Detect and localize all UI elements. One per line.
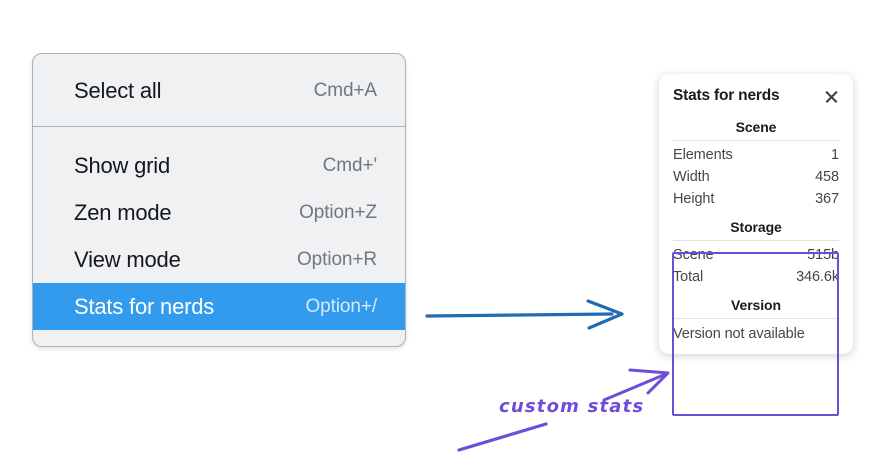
stat-row: Width 458 — [673, 166, 839, 188]
menu-item-shortcut: Option+R — [297, 248, 377, 270]
stat-value: 367 — [815, 191, 839, 207]
stats-panel-body: Scene Elements 1 Width 458 Height 367 — [659, 110, 853, 344]
menu-item-view-mode[interactable]: View mode Option+R — [33, 236, 405, 283]
stat-row: Scene 515b — [673, 244, 839, 266]
caption-underline-stroke — [457, 422, 548, 452]
stat-value: 458 — [815, 169, 839, 185]
menu-item-select-all[interactable]: Select all Cmd+A — [33, 67, 405, 114]
section-title: Storage — [730, 219, 782, 235]
stats-section-scene: Scene Elements 1 Width 458 Height 367 — [673, 110, 839, 210]
stats-section-storage: Storage Scene 515b Total 346.6k — [673, 210, 839, 288]
menu-item-shortcut: Option+Z — [299, 201, 377, 223]
menu-item-label: Show grid — [74, 152, 171, 178]
stat-key: Width — [673, 169, 710, 185]
stat-row: Elements 1 — [673, 144, 839, 166]
stats-section-version: Version Version not available — [673, 288, 839, 344]
menu-item-label: Stats for nerds — [74, 293, 215, 319]
stat-value: 515b — [807, 247, 839, 263]
menu-item-label: View mode — [74, 246, 181, 272]
stat-row: Height 367 — [673, 188, 839, 210]
stat-value: 346.6k — [796, 269, 839, 285]
menu-item-label: Zen mode — [74, 199, 172, 225]
menu-item-shortcut: Cmd+' — [322, 154, 377, 176]
section-divider — [673, 318, 839, 319]
menu-item-stats-for-nerds[interactable]: Stats for nerds Option+/ — [33, 283, 405, 330]
stat-key: Total — [673, 269, 704, 285]
stats-for-nerds-panel[interactable]: Stats for nerds Scene Elements 1 Width 4… — [659, 74, 853, 416]
stat-key: Elements — [673, 147, 733, 163]
stat-key: Height — [673, 191, 715, 207]
menu-group-1: Select all Cmd+A — [33, 54, 405, 127]
section-divider — [673, 240, 839, 241]
section-title: Version — [731, 297, 781, 313]
stats-panel-header: Stats for nerds — [659, 84, 853, 110]
custom-stats-caption: custom stats — [499, 396, 645, 417]
menu-item-zen-mode[interactable]: Zen mode Option+Z — [33, 189, 405, 236]
menu-item-show-grid[interactable]: Show grid Cmd+' — [33, 142, 405, 189]
section-title: Scene — [735, 119, 777, 135]
context-menu[interactable]: Select all Cmd+A Show grid Cmd+' Zen mod… — [32, 53, 406, 347]
menu-item-shortcut: Cmd+A — [313, 79, 377, 101]
stat-value: 1 — [831, 147, 839, 163]
stats-panel-title: Stats for nerds — [673, 87, 780, 104]
section-divider — [673, 140, 839, 141]
custom-stats-group: Storage Scene 515b Total 346.6k Version … — [673, 210, 839, 344]
menu-group-2: Show grid Cmd+' Zen mode Option+Z View m… — [33, 127, 405, 343]
flow-arrow-icon — [425, 299, 624, 330]
stat-key: Scene — [673, 247, 714, 263]
menu-item-label: Select all — [74, 77, 162, 103]
menu-item-shortcut: Option+/ — [305, 295, 377, 317]
close-icon[interactable] — [823, 88, 840, 105]
version-value: Version not available — [673, 326, 805, 342]
stat-row: Total 346.6k — [673, 266, 839, 288]
